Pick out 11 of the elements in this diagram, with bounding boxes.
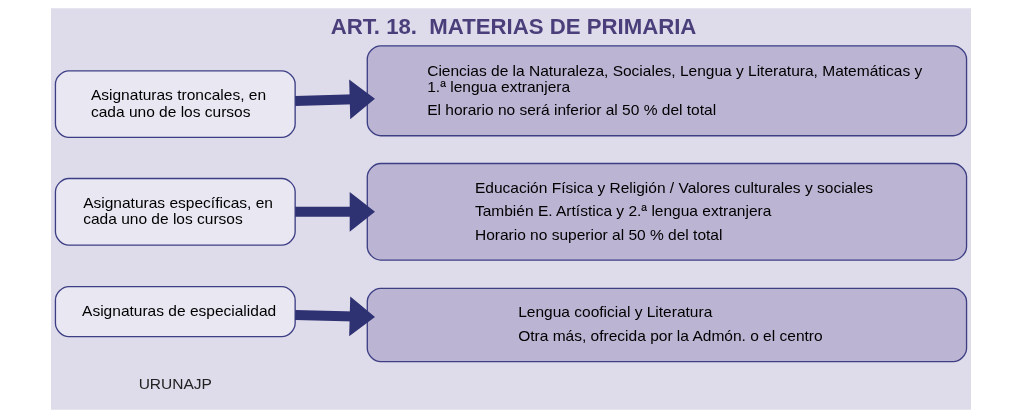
node-box: Lengua cooficial y Literatura Otra más, ofrecida por la Admón. o el centro (366, 287, 967, 363)
node-box: Asignaturas específicas, en cada uno de los cursos (54, 177, 296, 246)
node-box: Educación Física y Religión / Valores culturales y sociales También E. Artística y 2.ª lengua extranjera Horario no superior al 50 % del total (366, 162, 967, 261)
diagram-title: ART. 18. MATERIAS DE PRIMARIA (330, 13, 696, 39)
arrow (294, 296, 375, 337)
arrow (294, 79, 375, 120)
node-box: Asignaturas troncales, en cada uno de los cursos (54, 70, 296, 139)
label: URUNAJP (138, 375, 212, 392)
node-box: Asignaturas de especialidad (54, 286, 296, 338)
arrow (294, 191, 375, 232)
node-box: Ciencias de la Naturaleza, Sociales, Lengua y Literatura, Matemáticas y 1.ª lengua extranjera El horario no será inferior al 50 % del total (366, 45, 967, 137)
